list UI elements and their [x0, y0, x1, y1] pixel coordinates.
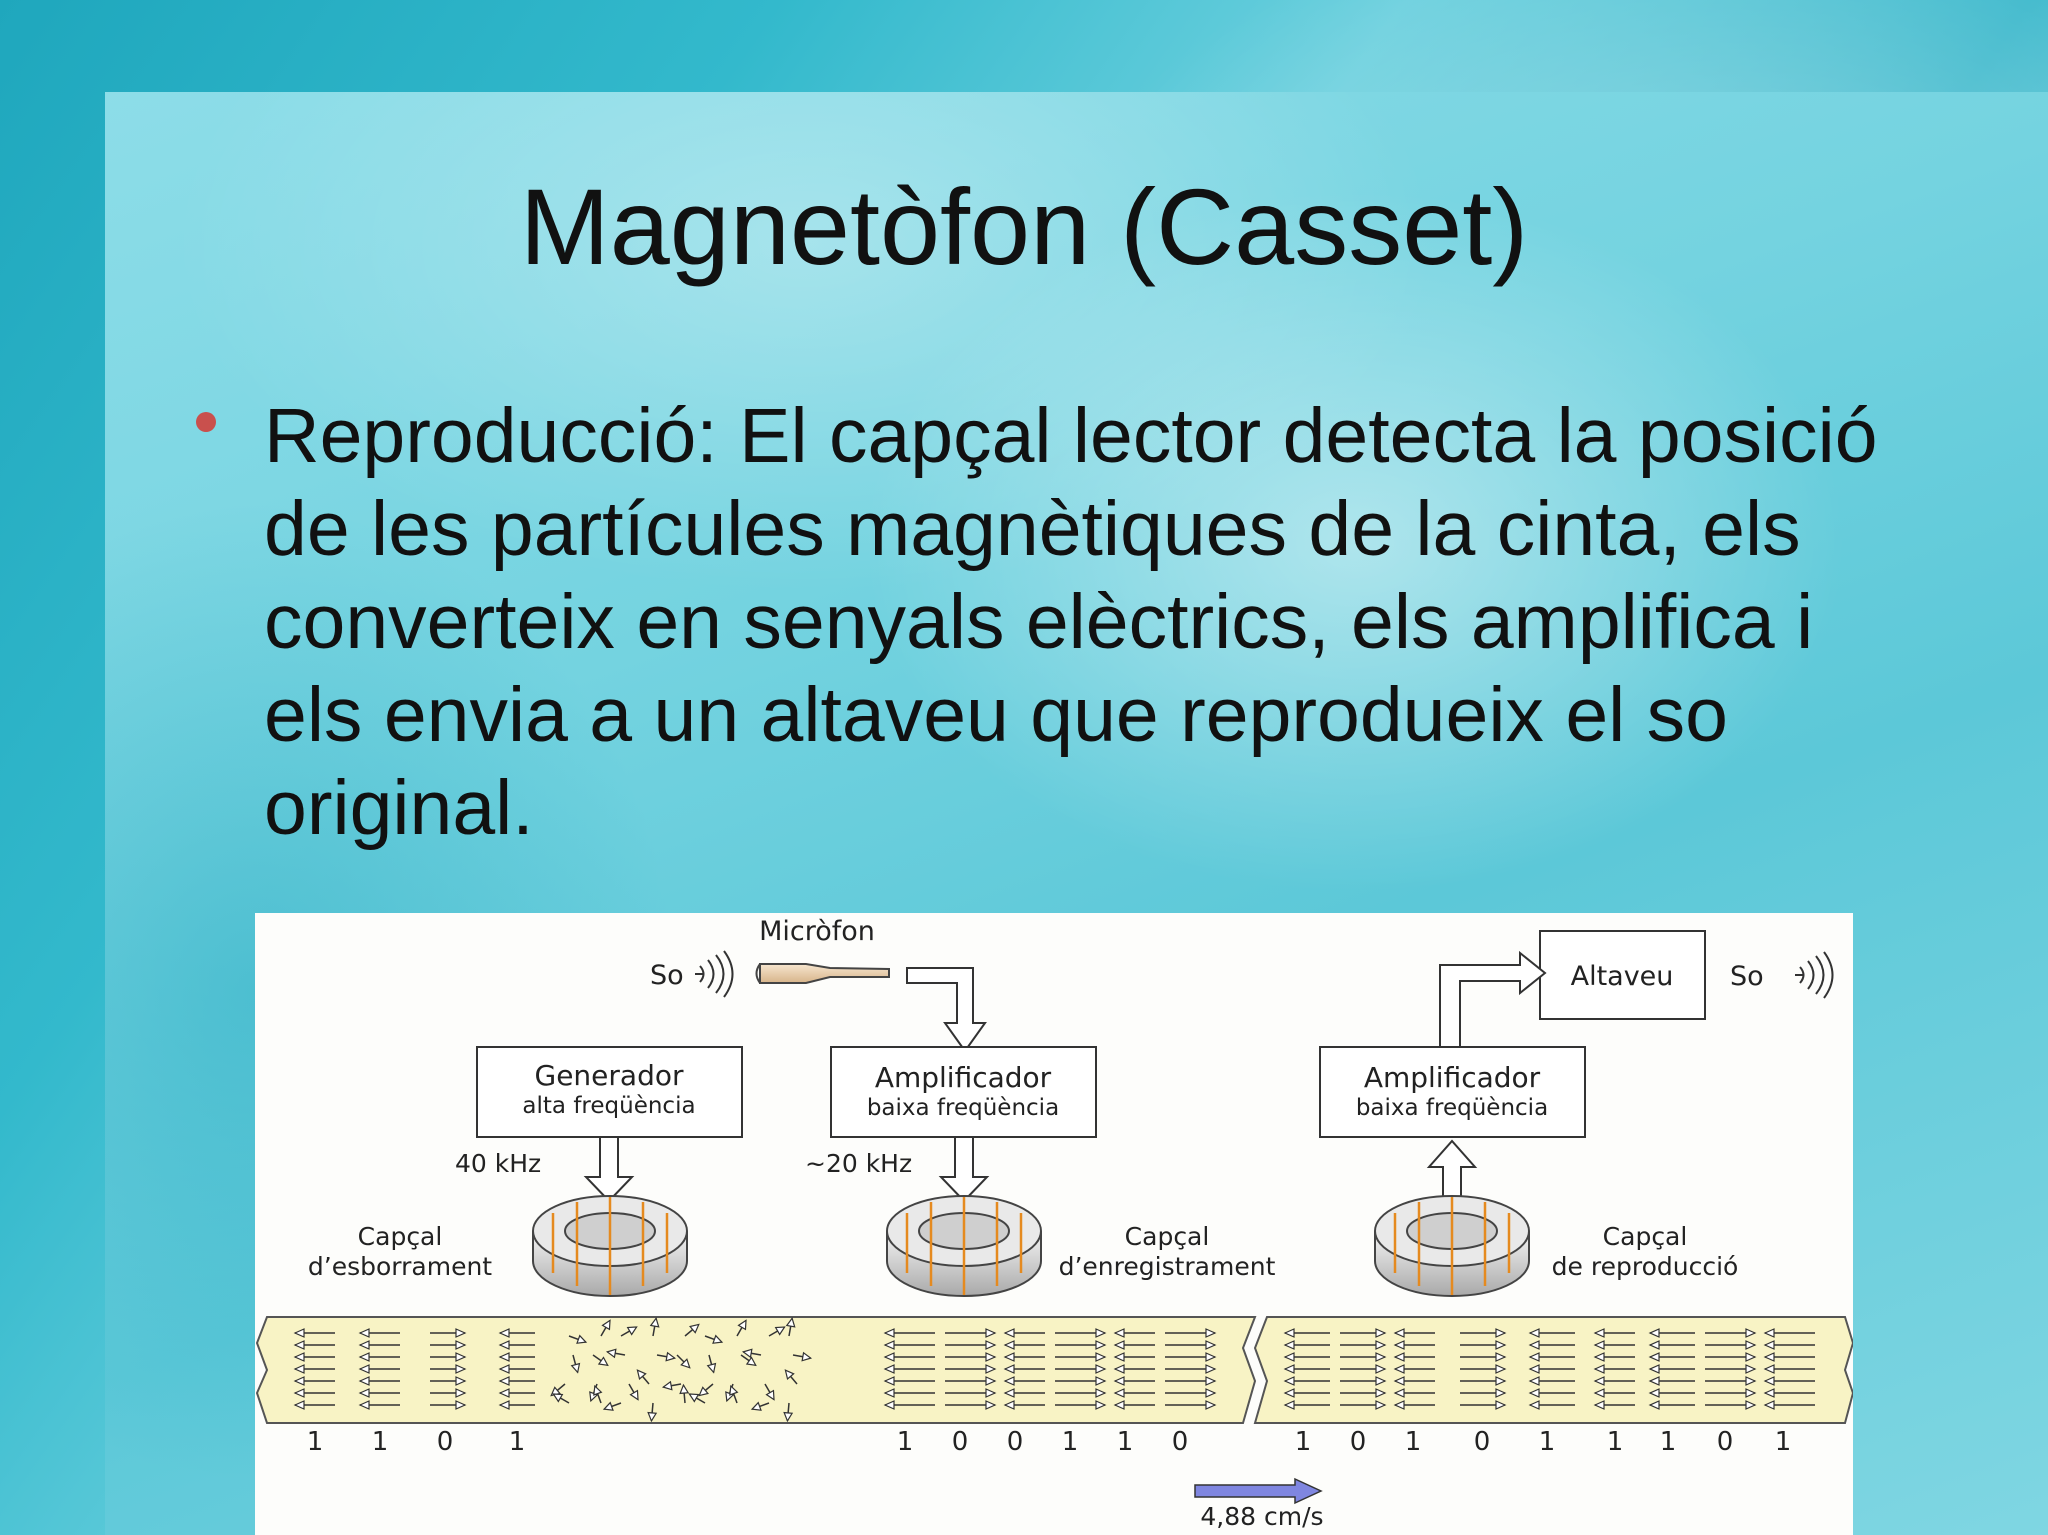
- bit-digit: 1: [1295, 1427, 1312, 1457]
- mic-to-amp-arrow: [906, 967, 987, 1053]
- bullet-icon: [196, 412, 216, 432]
- amplifier-record-box: [830, 1046, 1097, 1138]
- generator-title: Generador: [535, 1059, 684, 1092]
- bit-digit: 1: [1775, 1427, 1792, 1457]
- erase-head-label-2: d’esborrament: [308, 1252, 492, 1281]
- erase-head-label-1: Capçal: [358, 1222, 443, 1251]
- bit-digit: 1: [1607, 1427, 1624, 1457]
- amplifier-play-title: Amplificador: [1364, 1061, 1541, 1094]
- speaker-waves-icon: [1795, 951, 1834, 999]
- bit-sequence: 1 1 0 1 1 0 0 1 1 0 1 0 1 0 1 1 1 0 1: [307, 1427, 1792, 1457]
- bit-digit: 1: [1062, 1427, 1079, 1457]
- record-head-label-1: Capçal: [1125, 1222, 1210, 1251]
- sound-in-label: So: [650, 960, 684, 991]
- amplifier-play-box: [1319, 1046, 1586, 1138]
- amplifier-record-subtitle: baixa freqüència: [867, 1095, 1059, 1121]
- play-head-ring-icon: [1374, 1195, 1530, 1297]
- amplifier-record-title: Amplificador: [875, 1061, 1052, 1094]
- bit-digit: 1: [372, 1427, 389, 1457]
- bit-digit: 1: [897, 1427, 914, 1457]
- amplifier-play-subtitle: baixa freqüència: [1356, 1095, 1548, 1121]
- bit-digit: 0: [1474, 1427, 1491, 1457]
- speaker-box: [1539, 930, 1706, 1020]
- microphone-icon: [755, 963, 890, 984]
- speaker-label: Altaveu: [1571, 961, 1674, 992]
- sound-waves-icon: [695, 950, 734, 998]
- bit-digit: 0: [952, 1427, 969, 1457]
- microphone-label: Micròfon: [759, 916, 875, 947]
- record-head-label-2: d’enregistrament: [1059, 1252, 1276, 1281]
- bit-digit: 1: [1405, 1427, 1422, 1457]
- play-head-label-1: Capçal: [1603, 1222, 1688, 1251]
- amplifier-record-frequency: ~20 kHz: [805, 1149, 912, 1178]
- bit-digit: 0: [1717, 1427, 1734, 1457]
- generator-to-head-arrow: [583, 1136, 635, 1203]
- tape-speed-label: 4,88 cm/s: [1200, 1502, 1323, 1531]
- bit-digit: 0: [1172, 1427, 1189, 1457]
- tape-recorder-diagram: Micròfon So Altaveu So Generador alta fr…: [255, 913, 1853, 1535]
- bit-digit: 1: [509, 1427, 526, 1457]
- slide-title: Magnetòfon (Casset): [519, 166, 1529, 287]
- generator-frequency: 40 kHz: [455, 1149, 541, 1178]
- bit-digit: 0: [437, 1427, 454, 1457]
- generator-subtitle: alta freqüència: [522, 1093, 695, 1119]
- record-head-ring-icon: [886, 1195, 1042, 1297]
- play-head-to-amp-arrow: [1426, 1139, 1478, 1204]
- amp-to-speaker-arrow: [1439, 950, 1547, 1054]
- bit-digit: 0: [1350, 1427, 1367, 1457]
- tape-speed-arrow: [1194, 1477, 1323, 1505]
- bit-digit: 1: [1117, 1427, 1134, 1457]
- bit-digit: 0: [1007, 1427, 1024, 1457]
- tape-magnetic-particles: [293, 1316, 1815, 1423]
- erase-head-ring-icon: [532, 1195, 688, 1297]
- play-head-label-2: de reproducció: [1552, 1252, 1739, 1281]
- sound-out-label: So: [1730, 961, 1764, 992]
- bit-digit: 1: [307, 1427, 324, 1457]
- bullet-text: Reproducció: El capçal lector detecta la…: [264, 393, 1878, 851]
- bit-digit: 1: [1539, 1427, 1556, 1457]
- bit-digit: 1: [1660, 1427, 1677, 1457]
- amp-to-record-head-arrow: [938, 1136, 990, 1203]
